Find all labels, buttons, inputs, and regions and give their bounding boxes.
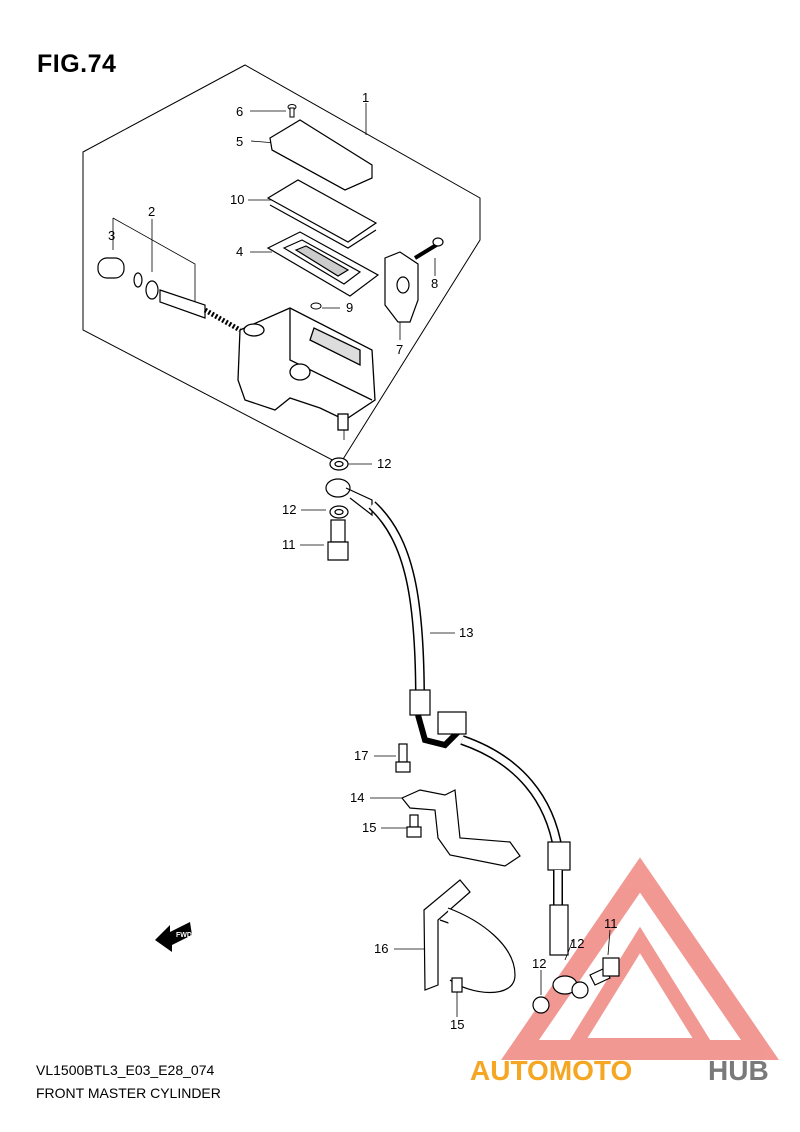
hose-guide (423, 879, 516, 994)
callout-8: 8 (431, 276, 438, 291)
hose-bracket (401, 789, 521, 867)
diaphragm (266, 231, 380, 297)
callout-labels: 1 2 3 4 5 6 7 8 9 10 11 12 12 13 14 15 1… (108, 90, 618, 1032)
watermark-left: AUTOMOTO (470, 1055, 632, 1086)
watermark-logo (501, 857, 779, 1060)
callout-7: 7 (396, 342, 403, 357)
callout-3: 3 (108, 228, 115, 243)
union-bolt (327, 519, 349, 561)
brake-hose-upper (325, 478, 467, 749)
callout-11: 11 (282, 537, 296, 552)
callout-5: 5 (236, 134, 243, 149)
lower-washers (532, 981, 589, 1014)
callout-15-b: 15 (450, 1017, 464, 1032)
callout-16: 16 (374, 941, 388, 956)
clip (310, 302, 322, 310)
callout-9: 9 (346, 300, 353, 315)
gasket-washer (329, 457, 349, 519)
cap-screw (287, 104, 297, 118)
callout-10: 10 (230, 192, 244, 207)
bolt-15-upper (406, 814, 422, 838)
model-code: VL1500BTL3_E03_E28_074 (36, 1062, 215, 1078)
callout-1: 1 (362, 90, 369, 105)
lower-union-bolt (589, 957, 620, 986)
callout-2: 2 (148, 204, 155, 219)
bolt-15-lower (451, 977, 463, 993)
callout-6: 6 (236, 104, 243, 119)
assembly-outline (82, 64, 481, 465)
diaphragm-plate (266, 179, 378, 249)
fwd-label: FWD (176, 932, 192, 939)
watermark-text: AUTOMOTO HUB (470, 1055, 769, 1086)
clamp-bolt (413, 237, 444, 260)
reservoir-cap (269, 119, 373, 191)
callout-11-b: 11 (604, 916, 618, 931)
brake-hose-lower (460, 735, 578, 995)
callout-12-b: 12 (282, 502, 296, 517)
callout-12-d: 12 (570, 936, 584, 951)
callout-14: 14 (350, 790, 364, 805)
figure-title: FIG.74 (37, 50, 117, 78)
callout-13: 13 (459, 625, 473, 640)
forward-arrow-icon: FWD (155, 922, 192, 952)
holder-clamp (384, 251, 419, 323)
piston-kit (97, 257, 242, 333)
callout-17: 17 (354, 748, 368, 763)
watermark-right: HUB (708, 1055, 769, 1086)
figure-caption: FRONT MASTER CYLINDER (36, 1085, 221, 1101)
callout-15-a: 15 (362, 820, 376, 835)
master-cylinder-body (237, 307, 376, 431)
callout-12-c: 12 (532, 956, 546, 971)
callout-12-a: 12 (377, 456, 391, 471)
leader-lines (112, 103, 611, 1017)
callout-4: 4 (236, 244, 243, 259)
bolt-17 (395, 743, 411, 773)
